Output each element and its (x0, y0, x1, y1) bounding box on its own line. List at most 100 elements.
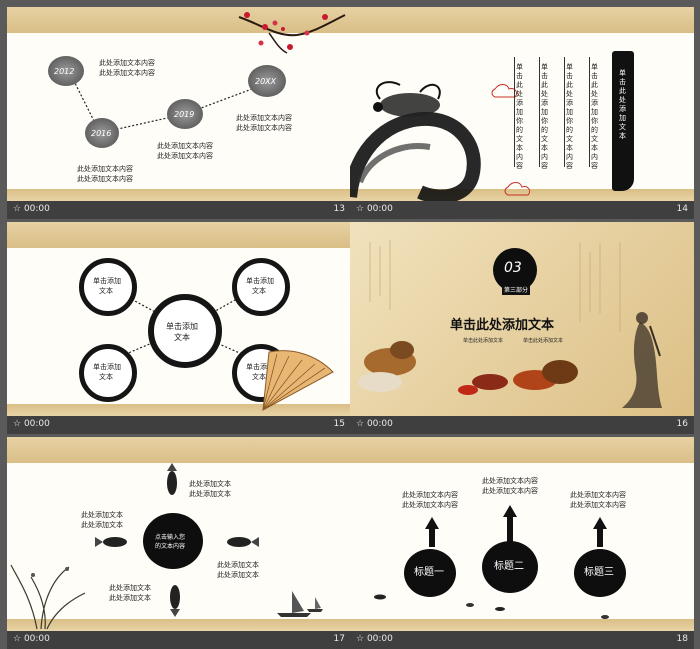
ink-brush-banner: 单击此处添加文本 (612, 51, 634, 191)
text-line: 此处添加文本 (217, 561, 259, 569)
parchment-band-top (7, 437, 351, 463)
orchid-plant-icon (10, 564, 86, 630)
slide-duration: ☆ 00:00 (356, 634, 393, 644)
text-line: 此处添加文本内容 (570, 501, 626, 509)
sailboat-icon (277, 591, 323, 617)
folding-fan-icon (262, 350, 334, 411)
title-ink-blot: 标题一 (404, 549, 456, 597)
text-line: 此处添加文本 (189, 490, 231, 498)
slide-thumbnail-13[interactable]: 2012 2016 2019 20XX 此处添加文本内容 此处添加文本内容 此处… (7, 7, 351, 219)
center-label: 单击添加 (166, 322, 198, 331)
center-node-circle: 单击添加 文本 (148, 294, 222, 368)
node-label: 单击添加 (93, 277, 121, 285)
slide-thumbnail-14[interactable]: 单击此处添加你的文本内容 单击此处添加你的文本内容 单击此处添加你的文本内容 单… (350, 7, 694, 219)
vertical-text-column: 单击此处添加你的文本内容 (516, 63, 523, 170)
parchment-band-bottom (7, 189, 351, 201)
text-line: 此处添加文本内容 (482, 487, 538, 495)
parchment-band-top (350, 437, 694, 463)
slide-thumbnail-18[interactable]: 此处添加文本内容 此处添加文本内容 此处添加文本内容 此处添加文本内容 此处添加… (350, 437, 694, 649)
text-line: 此处添加文本 (81, 521, 123, 529)
slide-canvas: 单击此处添加你的文本内容 单击此处添加你的文本内容 单击此处添加你的文本内容 单… (350, 7, 694, 201)
slide-footer: ☆ 00:00 16 (350, 416, 694, 434)
slide-canvas: 单击添加 文本 单击添加 文本 单击添加 文本 单击添加 文本 单击添加 文本 (7, 222, 351, 416)
slide-duration: ☆ 00:00 (13, 419, 50, 429)
parchment-band-bottom (350, 619, 694, 631)
parchment-band-top (350, 7, 694, 33)
text-line: 此处添加文本 (109, 584, 151, 592)
text-line: 此处添加文本内容 (77, 165, 133, 173)
vertical-text-column: 单击此处添加你的文本内容 (591, 63, 598, 170)
parchment-band-bottom (7, 619, 351, 631)
year-node-1: 2012 (48, 56, 84, 86)
slide-number: 13 (333, 204, 345, 214)
section-number: 03 (504, 260, 522, 276)
title-label: 标题一 (414, 567, 444, 578)
column-divider (589, 57, 590, 167)
node-label: 单击添加 (246, 277, 274, 285)
slide-footer: ☆ 00:00 18 (350, 631, 694, 649)
slide-footer: ☆ 00:00 14 (350, 201, 694, 219)
node-circle: 单击添加 文本 (232, 258, 290, 316)
slide-canvas: 此处添加文本内容 此处添加文本内容 此处添加文本内容 此处添加文本内容 此处添加… (350, 437, 694, 631)
text-line: 此处添加文本 (109, 594, 151, 602)
slide-duration: ☆ 00:00 (13, 204, 50, 214)
year-label: 2016 (91, 129, 112, 138)
node-label: 单击添加 (93, 363, 121, 371)
ink-dragon-icon (350, 81, 481, 201)
text-line: 此处添加文本内容 (402, 501, 458, 509)
text-line: 此处添加文本内容 (236, 124, 292, 132)
column-divider (564, 57, 565, 167)
slide-number: 16 (676, 419, 688, 429)
center-label: 的文本内容 (155, 543, 186, 550)
title-ink-blot: 标题二 (482, 541, 538, 593)
text-line: 此处添加文本内容 (482, 477, 538, 485)
text-line: 此处添加文本内容 (99, 59, 155, 67)
text-line: 此处添加文本 (81, 511, 123, 519)
center-label: 文本 (174, 333, 190, 342)
plum-blossom-icon (238, 12, 346, 54)
slide-number: 17 (333, 634, 345, 644)
year-label: 2019 (174, 110, 195, 119)
sage-figure-icon (622, 312, 662, 408)
title-label: 标题二 (494, 561, 524, 572)
slide-number: 14 (676, 204, 688, 214)
slide-thumbnail-17[interactable]: 点击输入您 的文本内容 此处添加文本 此处添加文本 此处添加文本 此处添加文本 … (7, 437, 351, 649)
slide-thumbnail-15[interactable]: 单击添加 文本 单击添加 文本 单击添加 文本 单击添加 文本 单击添加 文本 (7, 222, 351, 434)
banner-text: 单击此处添加文本 (619, 69, 626, 140)
center-ink-blot: 点击输入您 的文本内容 (143, 513, 203, 569)
slide-canvas: 2012 2016 2019 20XX 此处添加文本内容 此处添加文本内容 此处… (7, 7, 351, 201)
node-circle: 单击添加 文本 (79, 344, 137, 402)
herbal-medicine-icon (358, 341, 578, 395)
node-label: 单击添加 (246, 363, 274, 371)
section-number-blot: 03 (493, 248, 537, 292)
text-line: 此处添加文本内容 (402, 491, 458, 499)
column-divider (514, 57, 515, 167)
year-node-2: 2016 (85, 118, 119, 148)
slide-footer: ☆ 00:00 15 (7, 416, 351, 434)
slide-number: 15 (333, 419, 345, 429)
slide-duration: ☆ 00:00 (356, 419, 393, 429)
cloud-motif-icon (491, 84, 531, 196)
year-node-4: 20XX (248, 65, 286, 97)
text-line: 此处添加文本 (189, 480, 231, 488)
node-label: 文本 (252, 287, 266, 295)
text-line: 此处添加文本内容 (157, 142, 213, 150)
slide-duration: ☆ 00:00 (13, 634, 50, 644)
node-label: 文本 (99, 373, 113, 381)
calligraphy-texture (369, 240, 621, 332)
text-line: 此处添加文本内容 (570, 491, 626, 499)
section-label: 第三部分 (502, 286, 531, 295)
slide-number: 18 (676, 634, 688, 644)
slide-footer: ☆ 00:00 13 (7, 201, 351, 219)
year-label: 20XX (255, 77, 277, 86)
node-label: 文本 (99, 287, 113, 295)
title-label: 标题三 (584, 567, 614, 578)
node-circle: 单击添加 文本 (79, 258, 137, 316)
text-line: 此处添加文本内容 (157, 152, 213, 160)
title-ink-blot: 标题三 (574, 549, 626, 597)
slide-footer: ☆ 00:00 17 (7, 631, 351, 649)
year-node-3: 2019 (167, 99, 203, 129)
slide-thumbnail-16[interactable]: 03 第三部分 单击此处添加文本 单击此处添加文本 单击此处添加文本 (350, 222, 694, 434)
ink-fish-icon (374, 594, 609, 619)
